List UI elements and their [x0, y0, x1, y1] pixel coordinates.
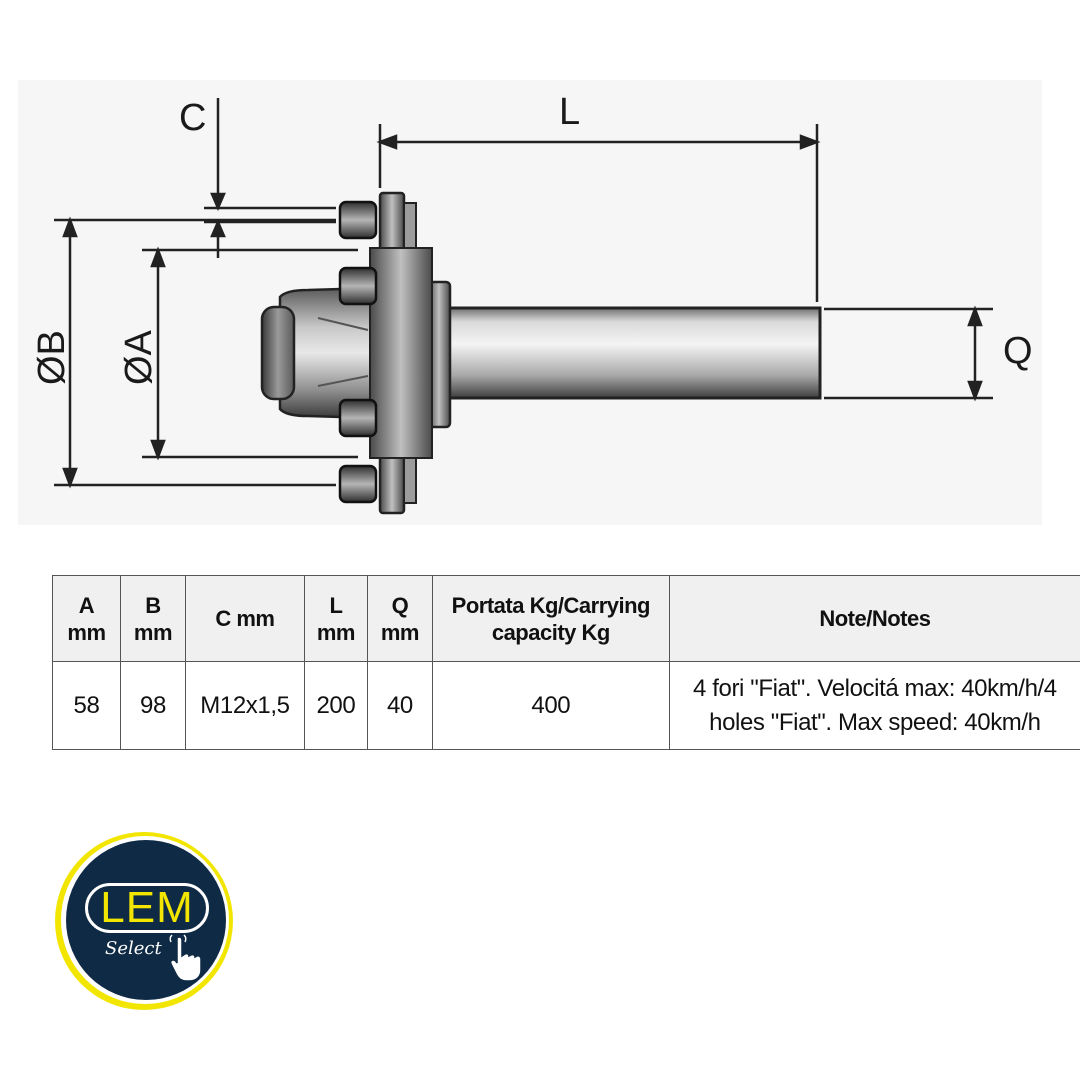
axle-shaft	[446, 306, 822, 400]
lem-select-logo: LEM Select	[55, 832, 233, 1010]
label-oa: ØA	[118, 329, 160, 385]
wheel-nut	[338, 398, 378, 438]
wheel-nut	[338, 200, 378, 240]
table-row: 58 98 M12x1,5 200 40 400 4 fori "Fiat". …	[52, 661, 1080, 750]
cell-q: 40	[366, 661, 433, 750]
cell-capacity: 400	[431, 661, 670, 750]
hub-rib	[317, 317, 369, 387]
header-c: C mm	[184, 575, 305, 662]
wheel-nut	[338, 464, 378, 504]
cell-c: M12x1,5	[184, 661, 305, 750]
dimension-lines	[54, 98, 993, 489]
label-ob: ØB	[31, 330, 73, 385]
label-l: L	[559, 91, 580, 133]
cell-a: 58	[52, 661, 121, 750]
dust-cap	[260, 305, 296, 401]
logo-brand-text: LEM	[85, 883, 209, 933]
cell-b: 98	[119, 661, 186, 750]
header-notes: Note/Notes	[668, 575, 1080, 662]
logo-tagline: Select	[105, 938, 162, 959]
label-c: C	[179, 97, 206, 139]
flange-boss	[369, 247, 433, 459]
pointing-hand-icon	[169, 934, 202, 982]
cell-l: 200	[303, 661, 368, 750]
technical-drawing: L C Q ØB ØA	[18, 80, 1042, 525]
label-q: Q	[1003, 330, 1033, 372]
wheel-nut	[338, 266, 378, 306]
axle-hub-drawing: L C Q ØB ØA	[31, 91, 1033, 515]
